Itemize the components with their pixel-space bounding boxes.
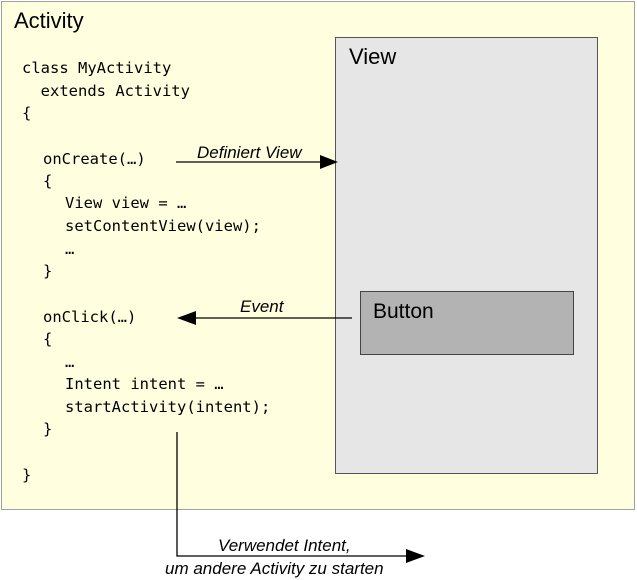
code-onclick-ellipsis: … [65,353,75,371]
code-class-close-brace: } [22,466,32,484]
code-class-open-brace: { [22,104,32,122]
code-view-assignment: View view = … [65,194,187,212]
button-title: Button [373,300,434,323]
view-box: View [335,37,598,474]
code-onclick-open-brace: { [43,330,53,348]
event-label: Event [240,297,284,316]
code-onclick-method: onClick(…) [43,308,137,326]
code-intent-assignment: Intent intent = … [65,375,224,393]
code-onclick-close-brace: } [43,420,53,438]
code-oncreate-open-brace: { [43,172,53,190]
activity-title: Activity [14,8,84,33]
button-box: Button [360,291,574,355]
event-arrow [177,311,352,325]
view-title: View [349,44,397,69]
uses-intent-arrow [176,432,425,563]
code-set-content-view: setContentView(view); [65,217,261,235]
code-start-activity: startActivity(intent); [65,398,271,416]
uses-intent-label-line2: um andere Activity zu starten [165,559,384,578]
code-extends-declaration: extends Activity [22,82,190,100]
defines-view-label: Definiert View [197,143,302,162]
uses-intent-label-line1: Verwendet Intent, [218,536,351,555]
code-oncreate-method: onCreate(…) [43,150,146,168]
code-class-declaration: class MyActivity [22,59,172,77]
code-oncreate-ellipsis: … [65,240,75,258]
code-oncreate-close-brace: } [43,262,53,280]
defines-view-arrow [176,155,338,169]
